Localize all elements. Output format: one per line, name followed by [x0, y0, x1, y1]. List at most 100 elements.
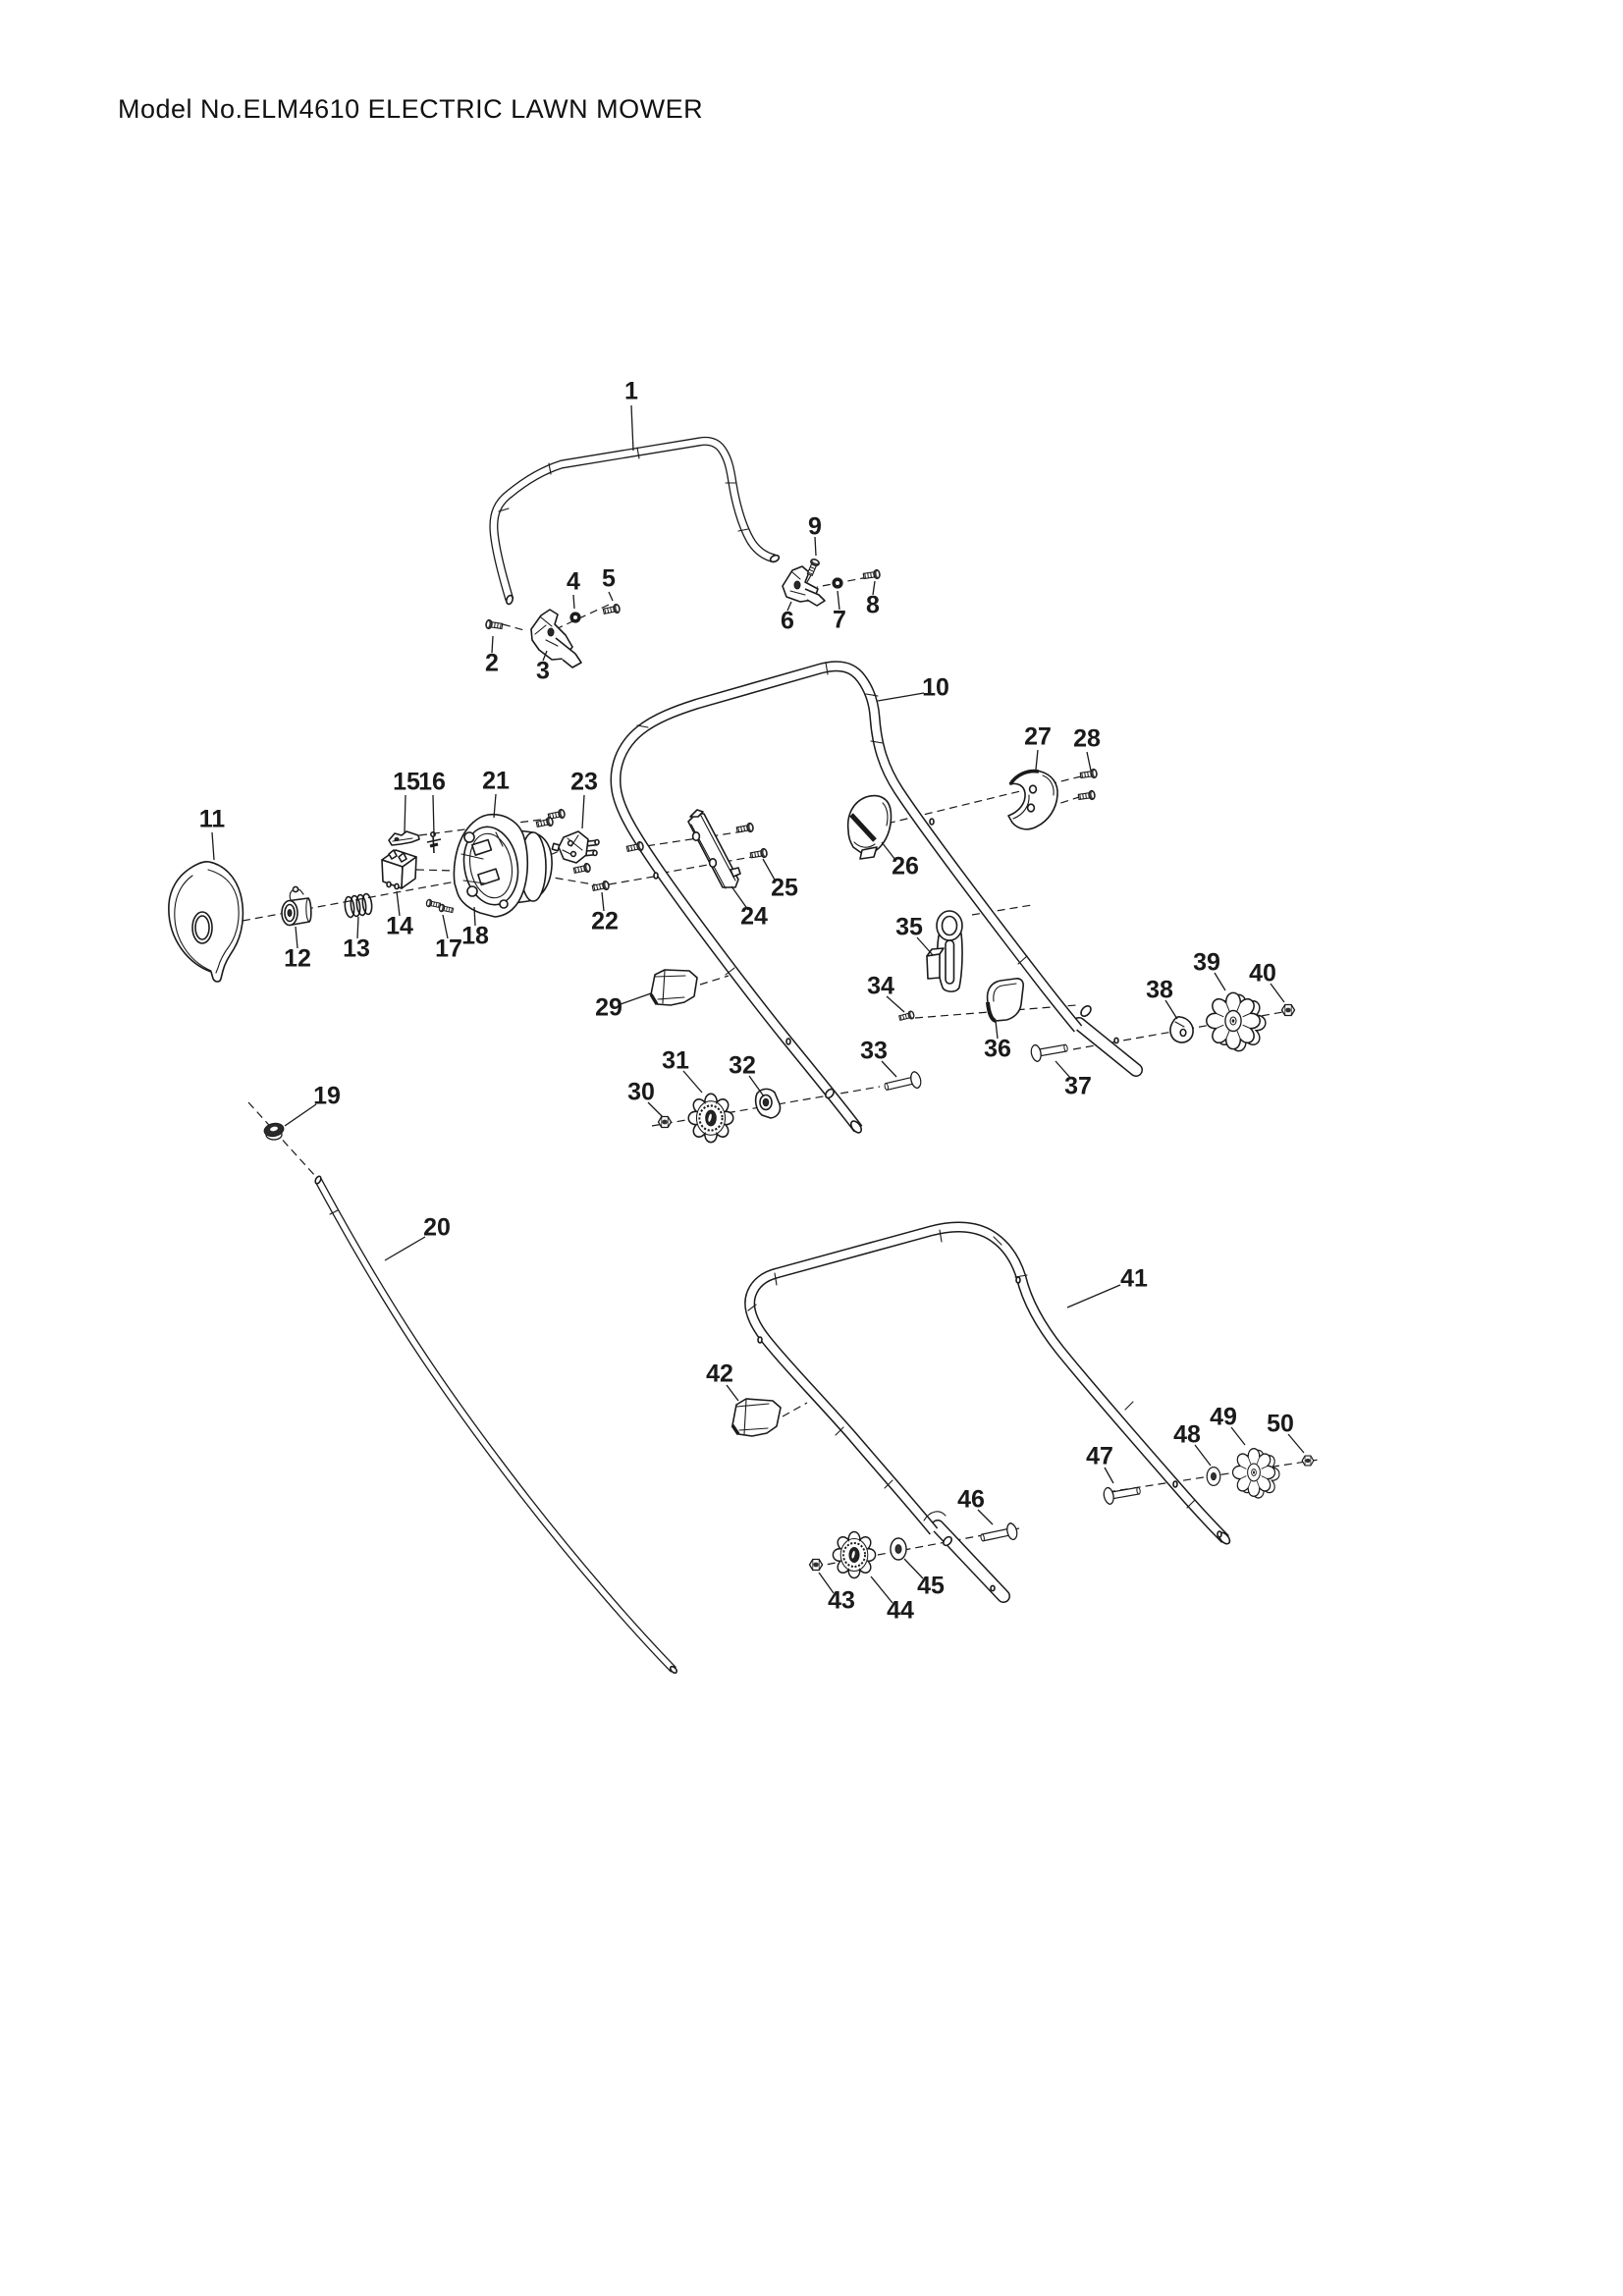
callout-leader-32	[748, 1075, 765, 1097]
part-lock-lever-35	[926, 910, 963, 992]
callout-label-45: 45	[917, 1573, 945, 1600]
callout-label-11: 11	[199, 806, 226, 833]
screw-34	[897, 1009, 916, 1023]
part-cable-20	[314, 1175, 678, 1675]
callout-leader-33	[881, 1060, 897, 1078]
callout-leader-44	[870, 1575, 893, 1604]
callout-label-41: 41	[1120, 1265, 1148, 1293]
part-clamp-26	[846, 794, 893, 860]
callout-label-5: 5	[602, 565, 616, 593]
callout-leader-41	[1066, 1284, 1121, 1308]
callout-leader-21	[493, 793, 497, 819]
callout-leader-47	[1104, 1467, 1114, 1484]
part-left-pivot-bracket	[530, 609, 582, 668]
callout-leader-17	[442, 914, 449, 939]
screw-28b	[1077, 789, 1097, 802]
washer-45	[890, 1537, 907, 1561]
screw-28a	[1079, 768, 1099, 780]
callout-label-20: 20	[423, 1214, 451, 1242]
callout-label-32: 32	[729, 1052, 756, 1080]
nut-50	[1301, 1455, 1315, 1467]
callout-label-36: 36	[984, 1036, 1011, 1063]
callout-leader-26	[881, 841, 896, 861]
part-plate-32	[754, 1088, 782, 1119]
screw-25a	[735, 822, 755, 835]
bolt-47	[1102, 1481, 1143, 1506]
callout-label-25: 25	[771, 875, 798, 902]
part-cable-drum-12	[281, 885, 312, 927]
callout-leader-18	[473, 906, 476, 927]
callout-label-28: 28	[1073, 725, 1101, 753]
callout-leader-10	[877, 692, 925, 702]
screw-5	[602, 603, 622, 616]
screw-23b	[535, 816, 555, 829]
part-grommet-19	[263, 1122, 285, 1141]
callout-label-31: 31	[662, 1047, 689, 1075]
callout-leader-9	[814, 536, 817, 557]
callout-leader-43	[818, 1572, 835, 1594]
callout-label-13: 13	[343, 935, 370, 963]
callout-label-15: 15	[393, 769, 420, 796]
callout-label-42: 42	[706, 1361, 733, 1388]
callout-label-39: 39	[1193, 949, 1220, 977]
callout-leader-31	[682, 1070, 703, 1094]
callout-leader-14	[396, 890, 401, 917]
callout-leader-25	[762, 858, 777, 882]
callout-leader-15	[404, 794, 406, 833]
callout-leader-37	[1055, 1060, 1072, 1080]
page-title: Model No.ELM4610 ELECTRIC LAWN MOWER	[118, 94, 704, 124]
part-clip-29	[649, 969, 698, 1006]
part-motor-housing-21	[453, 814, 553, 918]
callout-leader-28	[1086, 751, 1092, 772]
wheel-knob-49	[1233, 1449, 1279, 1498]
callout-label-47: 47	[1086, 1443, 1113, 1470]
callout-leader-38	[1164, 999, 1178, 1020]
callout-leader-50	[1287, 1433, 1305, 1454]
part-pin-16	[426, 830, 442, 854]
callout-leader-5	[608, 591, 614, 602]
callout-label-43: 43	[828, 1587, 855, 1615]
callout-label-21: 21	[482, 768, 510, 795]
part-keeper-38	[1169, 1016, 1194, 1043]
callout-leader-16	[432, 794, 435, 836]
callout-leader-2	[491, 635, 494, 654]
callout-label-14: 14	[386, 913, 413, 940]
callout-label-49: 49	[1210, 1404, 1237, 1431]
bolt-46	[978, 1522, 1019, 1547]
callout-leader-27	[1035, 749, 1039, 771]
callout-label-48: 48	[1173, 1421, 1201, 1449]
part-holder-27	[1007, 769, 1058, 830]
callout-label-8: 8	[866, 592, 880, 619]
callout-leader-6	[786, 601, 792, 612]
callout-label-6: 6	[781, 608, 794, 635]
callout-leader-46	[977, 1509, 994, 1525]
callout-leader-49	[1230, 1426, 1246, 1446]
callout-label-16: 16	[418, 769, 446, 796]
callout-label-19: 19	[313, 1083, 341, 1110]
callout-label-18: 18	[461, 923, 489, 950]
screw-17b	[438, 903, 455, 915]
callout-label-17: 17	[435, 935, 462, 963]
callout-label-50: 50	[1267, 1411, 1294, 1438]
callout-leader-3	[542, 650, 548, 662]
nut-30	[657, 1115, 673, 1129]
callout-label-7: 7	[833, 607, 846, 634]
callout-leader-23	[581, 794, 585, 829]
callout-label-29: 29	[595, 994, 622, 1022]
ring-4	[569, 612, 581, 623]
part-clip-36	[986, 978, 1024, 1023]
part-clip-42	[730, 1398, 782, 1437]
callout-label-26: 26	[892, 853, 919, 881]
callout-leader-19	[284, 1103, 317, 1127]
callout-leader-48	[1194, 1444, 1212, 1467]
part-bail-handle	[489, 436, 781, 606]
callout-leader-13	[356, 916, 359, 939]
screw-22b	[591, 880, 611, 893]
callout-leader-24	[730, 885, 749, 911]
callout-label-46: 46	[957, 1486, 985, 1514]
callout-label-33: 33	[860, 1038, 888, 1065]
part-upper-handle	[610, 661, 1143, 1134]
callout-leader-39	[1214, 972, 1226, 991]
